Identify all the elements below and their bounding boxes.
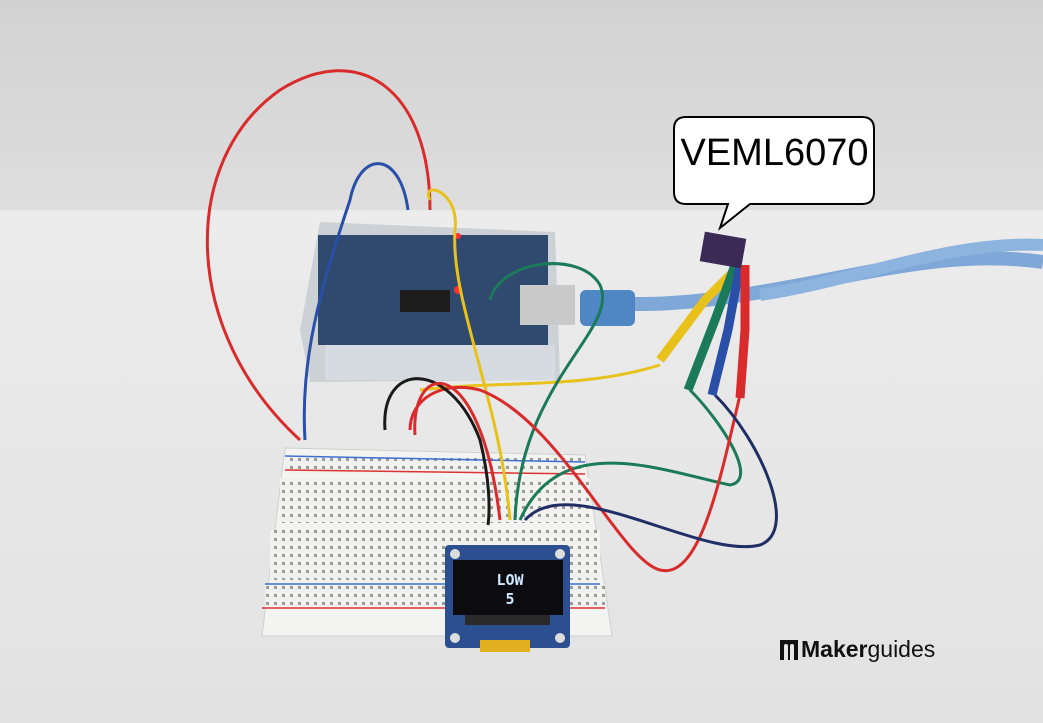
wall [0, 0, 1043, 215]
callout-bubble [673, 116, 875, 231]
usb-plug [580, 290, 635, 326]
red-wire-long [205, 69, 432, 442]
veml6070-sensor-board [699, 231, 747, 269]
usb-cable-far [759, 238, 1043, 301]
black-wire [383, 377, 491, 526]
logo-icon [780, 639, 798, 660]
makerguides-logo: Makerguides [780, 636, 935, 663]
blue-wire [302, 162, 410, 441]
green-wire [488, 262, 605, 521]
oled-text-level: LOW [496, 571, 524, 589]
navy-wire-sensor [523, 393, 778, 549]
red-wire-short [413, 382, 502, 521]
callout-label: VEML6070 [680, 132, 869, 174]
oled-text-value: 5 [505, 590, 515, 608]
yellow-wire [426, 188, 512, 521]
